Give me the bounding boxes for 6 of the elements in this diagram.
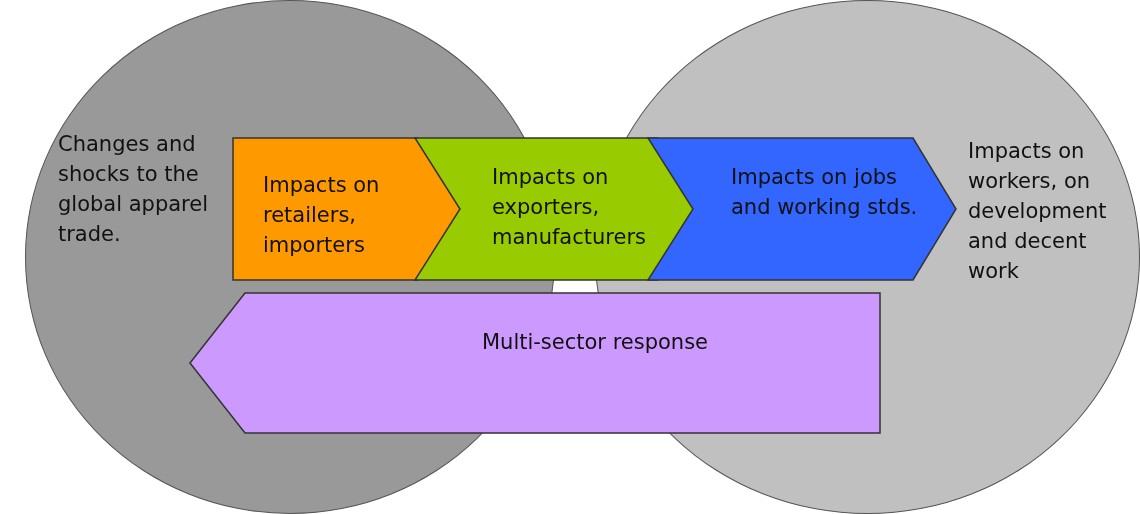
node-text: Multi-sector response	[480, 329, 710, 356]
node-text: Impacts on jobs and working stds.	[731, 164, 919, 221]
node-text: Changes and shocks to the global apparel trade.	[58, 131, 210, 248]
node-text: Impacts on workers, on development and decent work	[968, 138, 1108, 285]
node-text: Impacts on retailers, importers	[263, 172, 381, 259]
node-text: Impacts on exporters, manufacturers	[492, 164, 647, 251]
